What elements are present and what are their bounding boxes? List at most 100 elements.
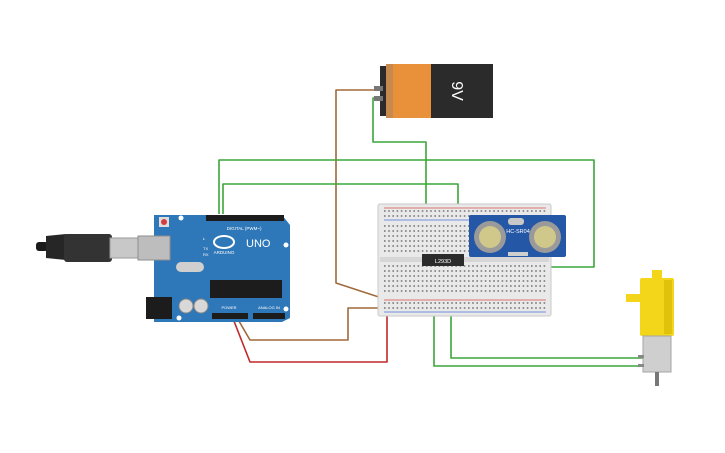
- breadboard-hole[interactable]: [480, 285, 483, 287]
- breadboard-hole[interactable]: [522, 210, 525, 212]
- breadboard-hole[interactable]: [501, 270, 504, 272]
- breadboard-hole[interactable]: [405, 270, 407, 272]
- breadboard-hole[interactable]: [417, 230, 420, 232]
- breadboard-hole[interactable]: [514, 302, 516, 304]
- breadboard-hole[interactable]: [531, 290, 533, 292]
- breadboard-hole[interactable]: [434, 280, 436, 282]
- breadboard-hole[interactable]: [484, 280, 487, 282]
- breadboard-hole[interactable]: [388, 265, 390, 267]
- breadboard-hole[interactable]: [480, 275, 483, 277]
- dc-gear-motor[interactable]: [626, 270, 674, 386]
- breadboard-hole[interactable]: [451, 275, 453, 277]
- breadboard-hole[interactable]: [447, 215, 449, 217]
- breadboard-hole[interactable]: [539, 280, 541, 282]
- breadboard-hole[interactable]: [514, 290, 516, 292]
- breadboard-hole[interactable]: [434, 210, 436, 212]
- breadboard-hole[interactable]: [392, 280, 394, 282]
- breadboard-hole[interactable]: [451, 245, 453, 247]
- breadboard-hole[interactable]: [430, 290, 432, 292]
- breadboard-hole[interactable]: [489, 210, 491, 212]
- breadboard-hole[interactable]: [442, 302, 445, 304]
- breadboard-hole[interactable]: [535, 290, 537, 292]
- breadboard-hole[interactable]: [434, 290, 436, 292]
- breadboard-hole[interactable]: [388, 215, 390, 217]
- breadboard-hole[interactable]: [522, 302, 525, 304]
- sensor-pins[interactable]: [508, 252, 528, 256]
- breadboard-hole[interactable]: [497, 280, 499, 282]
- breadboard-hole[interactable]: [434, 302, 436, 304]
- motor-terminal-2[interactable]: [638, 364, 644, 367]
- breadboard-hole[interactable]: [434, 230, 436, 232]
- breadboard-hole[interactable]: [421, 230, 424, 232]
- breadboard-hole[interactable]: [539, 275, 541, 277]
- breadboard-hole[interactable]: [497, 285, 499, 287]
- breadboard-hole[interactable]: [413, 275, 415, 277]
- breadboard-hole[interactable]: [510, 302, 512, 304]
- breadboard-hole[interactable]: [501, 280, 504, 282]
- breadboard-hole[interactable]: [442, 245, 445, 247]
- breadboard-hole[interactable]: [409, 235, 411, 237]
- breadboard-hole[interactable]: [522, 265, 525, 267]
- breadboard-hole[interactable]: [501, 285, 504, 287]
- breadboard-hole[interactable]: [489, 285, 491, 287]
- breadboard-hole[interactable]: [459, 235, 462, 237]
- breadboard-hole[interactable]: [409, 245, 411, 247]
- breadboard-hole[interactable]: [518, 210, 520, 212]
- breadboard-hole[interactable]: [409, 290, 411, 292]
- breadboard-hole[interactable]: [438, 215, 441, 217]
- breadboard-hole[interactable]: [480, 270, 483, 272]
- breadboard-hole[interactable]: [413, 280, 415, 282]
- breadboard-hole[interactable]: [451, 302, 453, 304]
- breadboard-hole[interactable]: [396, 240, 399, 242]
- breadboard-hole[interactable]: [430, 275, 432, 277]
- breadboard-hole[interactable]: [396, 275, 399, 277]
- breadboard-hole[interactable]: [430, 280, 432, 282]
- breadboard-hole[interactable]: [501, 290, 504, 292]
- breadboard-hole[interactable]: [421, 245, 424, 247]
- breadboard-hole[interactable]: [413, 265, 415, 267]
- breadboard-hole[interactable]: [493, 307, 495, 309]
- breadboard-hole[interactable]: [455, 240, 457, 242]
- breadboard-hole[interactable]: [489, 290, 491, 292]
- breadboard-hole[interactable]: [426, 240, 428, 242]
- breadboard-hole[interactable]: [518, 290, 520, 292]
- breadboard-hole[interactable]: [434, 285, 436, 287]
- breadboard-hole[interactable]: [455, 230, 457, 232]
- breadboard-hole[interactable]: [442, 210, 445, 212]
- breadboard-hole[interactable]: [463, 235, 466, 237]
- breadboard-hole[interactable]: [417, 250, 420, 252]
- breadboard-hole[interactable]: [388, 245, 390, 247]
- breadboard-hole[interactable]: [505, 285, 508, 287]
- breadboard-hole[interactable]: [451, 270, 453, 272]
- breadboard-hole[interactable]: [476, 275, 478, 277]
- breadboard-hole[interactable]: [463, 302, 466, 304]
- breadboard-hole[interactable]: [421, 250, 424, 252]
- breadboard-hole[interactable]: [518, 285, 520, 287]
- breadboard-hole[interactable]: [384, 290, 386, 292]
- breadboard-hole[interactable]: [459, 230, 462, 232]
- breadboard-hole[interactable]: [384, 230, 386, 232]
- breadboard-hole[interactable]: [543, 285, 546, 287]
- breadboard-hole[interactable]: [430, 230, 432, 232]
- breadboard-hole[interactable]: [438, 275, 441, 277]
- breadboard-hole[interactable]: [400, 270, 403, 272]
- breadboard-hole[interactable]: [421, 235, 424, 237]
- breadboard-hole[interactable]: [463, 210, 466, 212]
- breadboard-hole[interactable]: [514, 275, 516, 277]
- breadboard-hole[interactable]: [434, 225, 436, 227]
- breadboard-hole[interactable]: [451, 307, 453, 309]
- breadboard-hole[interactable]: [400, 240, 403, 242]
- breadboard-hole[interactable]: [531, 270, 533, 272]
- breadboard-hole[interactable]: [468, 275, 470, 277]
- breadboard-hole[interactable]: [526, 307, 529, 309]
- breadboard-hole[interactable]: [400, 280, 403, 282]
- motor-driver-ic[interactable]: L293D: [422, 254, 464, 266]
- breadboard-hole[interactable]: [413, 215, 415, 217]
- breadboard-hole[interactable]: [434, 307, 436, 309]
- breadboard-hole[interactable]: [447, 290, 449, 292]
- breadboard-hole[interactable]: [442, 250, 445, 252]
- breadboard-hole[interactable]: [392, 235, 394, 237]
- breadboard-hole[interactable]: [480, 265, 483, 267]
- breadboard-hole[interactable]: [522, 307, 525, 309]
- breadboard-hole[interactable]: [531, 265, 533, 267]
